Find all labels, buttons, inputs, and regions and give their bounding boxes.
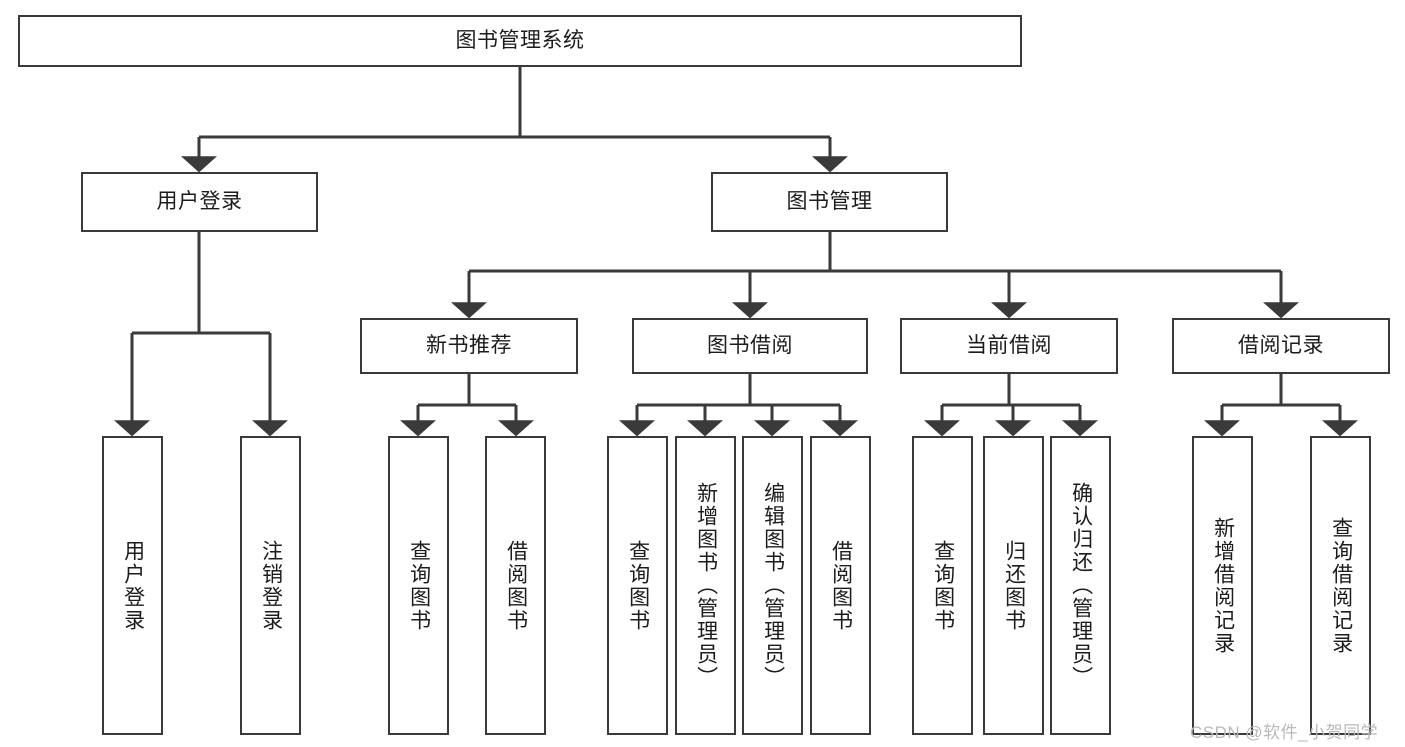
node-label: 新增图书（管理员） xyxy=(694,482,718,689)
node-label: 查询图书 xyxy=(407,539,431,632)
node-label: 当前借阅 xyxy=(966,334,1052,358)
leaf-query-book-borrow[interactable]: 查询图书 xyxy=(607,436,668,735)
leaf-edit-book-admin[interactable]: 编辑图书（管理员） xyxy=(742,436,803,735)
leaf-query-book-newbook[interactable]: 查询图书 xyxy=(388,436,449,735)
node-borrow-record[interactable]: 借阅记录 xyxy=(1172,318,1390,374)
node-user-login[interactable]: 用户登录 xyxy=(81,172,318,232)
node-book-management[interactable]: 图书管理 xyxy=(711,172,948,232)
node-label: 查询借阅记录 xyxy=(1329,516,1353,655)
node-label: 查询图书 xyxy=(931,539,955,632)
node-book-borrow[interactable]: 图书借阅 xyxy=(632,318,868,374)
node-label: 查询图书 xyxy=(626,539,650,632)
leaf-logout[interactable]: 注销登录 xyxy=(240,436,301,735)
node-label: 用户登录 xyxy=(121,539,145,632)
node-label: 归还图书 xyxy=(1002,539,1026,632)
node-label: 图书管理系统 xyxy=(455,29,585,53)
node-label: 新增借阅记录 xyxy=(1211,516,1235,655)
leaf-query-book-current[interactable]: 查询图书 xyxy=(912,436,973,735)
leaf-lend-book[interactable]: 借阅图书 xyxy=(810,436,871,735)
leaf-add-book-admin[interactable]: 新增图书（管理员） xyxy=(675,436,736,735)
node-label: 借阅图书 xyxy=(504,539,528,632)
node-label: 图书管理 xyxy=(786,190,873,214)
node-label: 新书推荐 xyxy=(426,334,512,358)
node-label: 借阅记录 xyxy=(1238,334,1324,358)
leaf-query-borrow-record[interactable]: 查询借阅记录 xyxy=(1310,436,1371,735)
leaf-confirm-return-admin[interactable]: 确认归还（管理员） xyxy=(1050,436,1111,735)
node-label: 注销登录 xyxy=(259,539,283,632)
node-new-book-recommend[interactable]: 新书推荐 xyxy=(360,318,578,374)
leaf-user-login[interactable]: 用户登录 xyxy=(102,436,163,735)
node-current-borrow[interactable]: 当前借阅 xyxy=(900,318,1118,374)
node-root-book-management-system[interactable]: 图书管理系统 xyxy=(18,15,1022,67)
node-label: 借阅图书 xyxy=(829,539,853,632)
node-label: 编辑图书（管理员） xyxy=(761,482,785,689)
leaf-return-book[interactable]: 归还图书 xyxy=(983,436,1044,735)
leaf-add-borrow-record[interactable]: 新增借阅记录 xyxy=(1192,436,1253,735)
node-label: 图书借阅 xyxy=(707,334,793,358)
leaf-borrow-book-newbook[interactable]: 借阅图书 xyxy=(485,436,546,735)
node-label: 确认归还（管理员） xyxy=(1069,482,1093,689)
node-label: 用户登录 xyxy=(156,190,243,214)
